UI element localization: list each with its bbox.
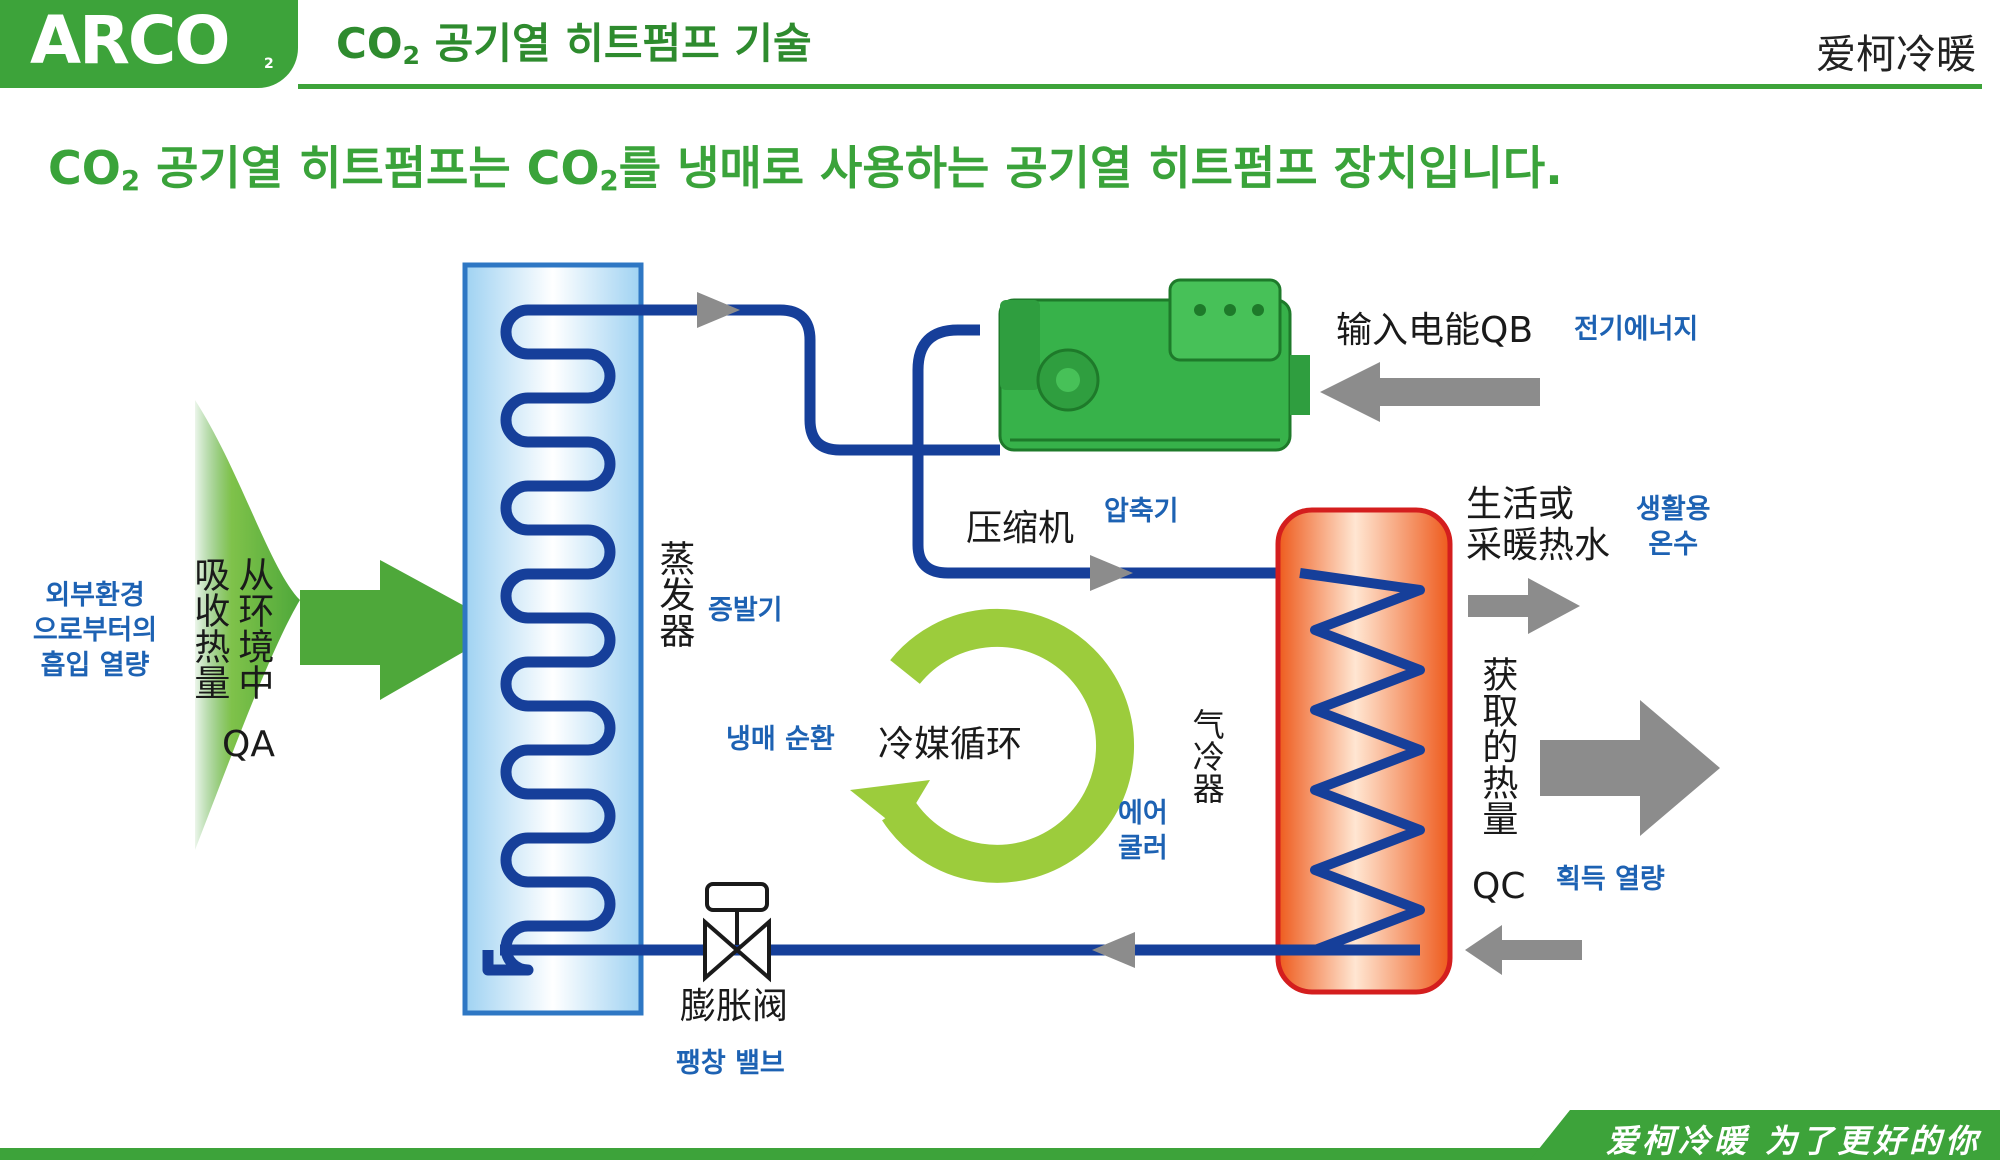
footer-slogan: 爱柯冷暖 为了更好的你: [1606, 1122, 1982, 1160]
hot-water-arrow: [1468, 578, 1580, 634]
flow-arrow-liquid: [1092, 932, 1135, 968]
discharge-pipe: [912, 324, 1420, 579]
gas-cooler-coil: [1299, 568, 1425, 955]
ambient-heat-wave: [195, 400, 300, 850]
expansion-valve-label: 膨胀阀: [680, 986, 789, 1027]
power-input-label: 输入电能QB: [1336, 310, 1534, 351]
main-title: CO2 공기열 히트펌프는 CO2를 냉매로 사용하는 공기열 히트펌프 장치입…: [48, 141, 1563, 197]
heat-gain-kr-label: 획득 열량: [1556, 864, 1665, 895]
cold-water-arrow: [1465, 925, 1582, 975]
evaporator-kr-label: 증발기: [708, 595, 783, 626]
evaporator-coil: [482, 304, 642, 976]
expansion-valve-kr-label: 팽창 밸브: [676, 1048, 785, 1079]
evaporator-label: 蒸发器: [653, 540, 695, 648]
hot-water-label: 生活或采暖热水: [1466, 484, 1611, 567]
refrigerant-cycle-arrow: [882, 608, 1134, 883]
footer-band: [1530, 1110, 2000, 1160]
suction-pipe: [642, 304, 1000, 456]
flow-arrow-discharge: [1090, 555, 1133, 591]
brand-name: 爱柯冷暖: [1816, 32, 1976, 78]
heat-gain-code: QC: [1472, 866, 1526, 907]
compressor-label: 压缩机: [966, 508, 1075, 549]
ambient-label-col1: 从环境中: [232, 556, 274, 700]
compressor-kr-label: 압축기: [1104, 496, 1179, 527]
logo-box: [0, 0, 298, 88]
header-title: CO2 공기열 히트펌프 기술: [336, 19, 812, 70]
compressor-unit: [998, 278, 1310, 452]
footer-bar: [0, 1148, 2000, 1160]
refrigerant-cycle-kr-label: 냉매 순환: [726, 724, 835, 755]
expansion-valve-symbol: [703, 882, 771, 983]
heat-intake-arrow: [300, 560, 505, 700]
logo: ARCO: [30, 2, 230, 79]
power-input-kr-label: 전기에너지: [1574, 314, 1699, 345]
header-divider: [298, 84, 1982, 89]
power-input-arrow: [1320, 362, 1540, 422]
heat-gain-label: 获取的热量: [1476, 656, 1518, 836]
gas-cooler-label: 气冷器: [1187, 708, 1226, 804]
logo-subscript: 2: [264, 56, 274, 72]
heat-gain-arrow: [1540, 700, 1720, 836]
refrigerant-cycle-label: 冷媒循环: [878, 724, 1023, 765]
flow-arrow-suction: [697, 292, 740, 328]
ambient-label-col2: 吸收热量: [188, 556, 230, 700]
ambient-code: QA: [222, 724, 275, 765]
